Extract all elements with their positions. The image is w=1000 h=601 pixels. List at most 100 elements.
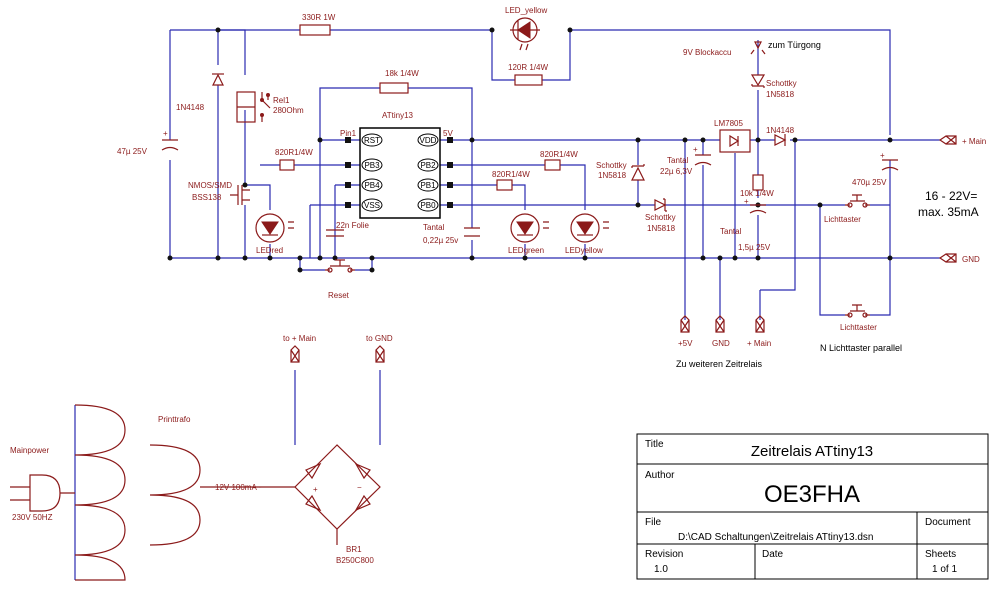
label-pin1: Pin1 [340,129,357,138]
label-lm7805: LM7805 [714,119,743,128]
svg-text:+: + [163,129,168,138]
revision-label: Revision [645,549,683,560]
label-main: + Main [962,137,986,146]
label-gnd: GND [962,255,980,264]
label-lichttaster-a: Lichttaster [824,215,861,224]
document-label: Document [925,517,971,528]
label-120r: 120R 1/4W [508,63,548,72]
resistor-330r [299,24,331,36]
label-9v: 9V Blockaccu [683,48,731,57]
label-1n4148-right: 1N4148 [766,126,795,135]
pin-label-pb4: PB4 [364,181,380,190]
junction-dots [167,27,893,273]
label-to-gnd: to GND [366,334,393,343]
resistor-10k [752,174,764,191]
svg-text:+: + [693,145,698,154]
file-value: D:\CAD Schaltungen\Zeitrelais ATtiny13.d… [678,532,873,543]
capacitor-22n [326,229,344,237]
label-10k: 10k 1/4W [740,189,774,198]
label-330r: 330R 1W [302,13,336,22]
lichttaster-b-symbol [845,304,870,318]
pin-rst [361,133,383,147]
pin-pb2 [417,158,439,172]
label-230v: 230V 50HZ [12,513,53,522]
bridge-rectifier [200,444,381,545]
label-zum-tuergong: zum Türgong [768,40,821,50]
resistor-120r [514,74,543,86]
mains-plug [10,474,75,512]
label-reset: Reset [328,291,350,300]
pin-pb4 [361,178,383,192]
pin-vss [361,198,383,212]
resistor-820r-b [544,159,561,171]
ports-bottom [290,315,765,363]
svg-text:+: + [880,151,885,160]
pin-label-vss: VSS [364,201,380,210]
label-820r-a: 820R1/4W [275,148,313,157]
label-n-parallel: N Lichttaster parallel [820,343,902,353]
label-bss138: BSS138 [192,193,222,202]
label-tantal-a: Tantal [423,223,445,232]
label-b250: B250C800 [336,556,374,565]
pin-pb3 [361,158,383,172]
label-led-green: LEDgreen [508,246,544,255]
resistor-820r-c [496,179,513,191]
pin-pad-vdd [447,137,453,143]
wires [74,29,940,580]
lichttaster-a-symbol [845,194,870,208]
label-1n5818-low: 1N5818 [647,224,676,233]
label-schottky-low: Schottky [645,213,676,222]
pin-pb1 [417,178,439,192]
led-yellow-top [510,17,540,51]
port-main [938,135,957,145]
resistor-18k [379,82,409,94]
pin-pad-rst [345,137,351,143]
led-green [510,213,549,243]
capacitor-tantal-22u: + [693,145,712,166]
sheets-value: 1 of 1 [932,564,957,575]
label-tantal-c: Tantal [720,227,742,236]
label-voltage-range: 16 - 22V= [925,189,977,203]
label-br1: BR1 [346,545,362,554]
resistor-820r-a [279,159,295,171]
transformer [74,404,201,581]
label-1n4148-left: 1N4148 [176,103,205,112]
label-port-main: + Main [747,339,771,348]
label-tantal-a-val: 0,22µ 25v [423,236,458,245]
pin-pad-pb3 [345,162,351,168]
label-lichttaster-b: Lichttaster [840,323,877,332]
pin-pad-vss [345,202,351,208]
label-820r-b: 820R1/4W [540,150,578,159]
label-mainpower: Mainpower [10,446,49,455]
date-label: Date [762,549,784,560]
label-1n5818-top: 1N5818 [766,90,795,99]
sheets-label: Sheets [925,549,956,560]
labels: 330R 1W LED_yellow 120R 1/4W 18k 1/4W 1N… [10,6,986,565]
label-attiny: ATtiny13 [382,111,414,120]
pin-label-vdd: VDD [420,136,437,145]
lm7805 [719,129,751,153]
pin-pb0 [417,198,439,212]
label-tantal-c-val: 1,5µ 25V [738,243,771,252]
label-1n5818-mid: 1N5818 [598,171,627,180]
label-zu-weiteren: Zu weiteren Zeitrelais [676,359,763,369]
pin-pad-pb2 [447,162,453,168]
label-820r-c: 820R1/4W [492,170,530,179]
label-470u: 470µ 25V [852,178,887,187]
label-tantal-b: Tantal [667,156,689,165]
diode-1n4148-right [774,134,787,146]
led-yellow [570,213,609,243]
schottky-mid [631,164,645,181]
label-port-gnd: GND [712,339,730,348]
capacitor-tantal-15u: + [744,197,767,214]
label-printtrafo: Printtrafo [158,415,191,424]
file-label: File [645,517,662,528]
label-tantal-b-val: 22µ 6,3V [660,167,693,176]
title-block: Title Zeitrelais ATtiny13 Author OE3FHA … [636,433,989,580]
label-plus5v: +5V [678,339,693,348]
led-red [255,213,294,243]
title-label: Title [645,439,664,450]
diode-1n4148-left [212,73,224,86]
pin-vdd [417,133,439,147]
